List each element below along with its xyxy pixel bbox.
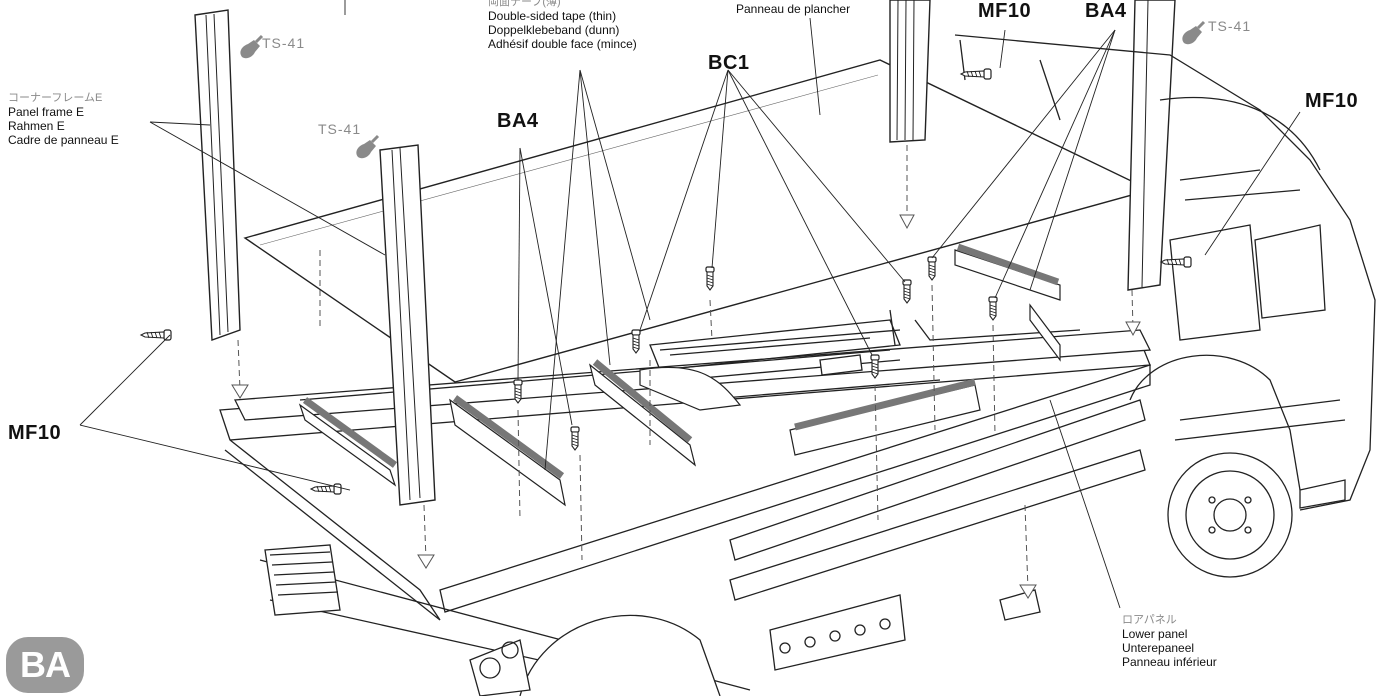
paint-brush-icon <box>354 134 380 160</box>
tape-en: Double-sided tape (thin) <box>488 8 617 23</box>
corner-frame-label: コーナーフレームE Panel frame E Rahmen E Cadre d… <box>8 92 119 147</box>
screw-icon <box>513 379 523 404</box>
paint-brush-icon <box>238 34 264 60</box>
lower-panel-label: ロアパネル Lower panel Unterepaneel Panneau i… <box>1122 614 1217 669</box>
panel-frame-e <box>194 0 1176 506</box>
paint-code: TS-41 <box>1208 18 1252 34</box>
part-mf10-left: MF10 <box>8 422 62 444</box>
lower-panel-fr: Panneau inférieur <box>1122 655 1217 670</box>
screw-icon <box>631 329 641 354</box>
lower-panel-de: Unterepaneel <box>1122 641 1195 656</box>
screw-icon <box>870 354 880 379</box>
part-mf10-top: MF10 <box>978 0 1032 22</box>
floor-panel <box>243 59 1152 383</box>
part-mf10-right: MF10 <box>1305 90 1359 112</box>
screw-icon <box>960 68 992 80</box>
arrowheads <box>231 214 1141 599</box>
cross-members <box>298 243 1061 507</box>
truck-cab <box>954 34 1376 578</box>
corner-frame-en: Panel frame E <box>8 104 85 119</box>
part-ba4-right: BA4 <box>1085 0 1127 22</box>
corner-frame-de: Rahmen E <box>8 119 65 134</box>
tape-jp: 両面テープ(薄) <box>488 0 561 8</box>
leader-lines <box>79 0 1301 609</box>
part-ba4-left: BA4 <box>497 110 539 132</box>
screw-icon <box>570 426 580 451</box>
bag-badge: BA <box>6 637 84 693</box>
screw-icon <box>705 266 715 291</box>
lower-panel-jp: ロアパネル <box>1122 614 1177 626</box>
paint-code: TS-41 <box>318 121 362 137</box>
part-bc1: BC1 <box>708 52 750 74</box>
corner-frame-fr: Cadre de panneau E <box>8 133 119 148</box>
paint-brush-icon <box>1180 20 1206 46</box>
screw-icon <box>902 279 912 304</box>
paint-code: TS-41 <box>262 35 306 51</box>
floor-panel-fr: Panneau de plancher <box>736 2 851 16</box>
screw-icon <box>927 256 937 281</box>
tape-fr: Adhésif double face (mince) <box>488 37 637 52</box>
screw-icon <box>310 483 342 495</box>
lower-panel-en: Lower panel <box>1122 626 1188 641</box>
tape-de: Doppelklebeband (dunn) <box>488 23 620 38</box>
corner-frame-jp: コーナーフレームE <box>8 92 103 104</box>
screw-icon <box>988 296 998 321</box>
tape-label: 両面テープ(薄) Double-sided tape (thin) Doppel… <box>488 0 637 51</box>
assembly-arrows <box>237 145 1134 591</box>
